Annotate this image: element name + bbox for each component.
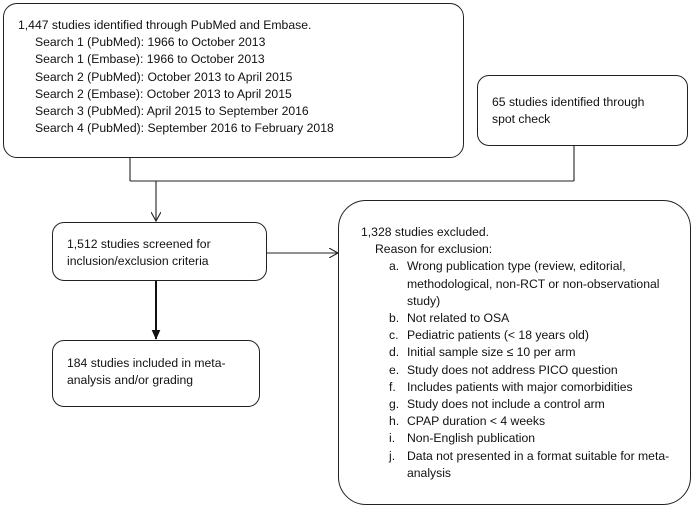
reason-text: Study does not address PICO question [407,362,618,377]
merge-connector [129,146,575,221]
spot-check-box: 65 studies identified through spot check [477,75,688,146]
reason-text: methodological, non-RCT or non-observati… [407,276,660,291]
reason-marker: j. [389,448,396,463]
reason-text: Non-English publication [407,431,536,446]
exclusion-reason-item: f. Includes patients with major comorbid… [383,379,690,396]
reason-text: Pediatric patients (< 18 years old) [407,328,589,343]
screened-studies-box: 1,512 studies screened for inclusion/exc… [52,222,267,281]
reason-text: Initial sample size ≤ 10 per arm [407,345,576,360]
spot-check-line: 65 studies identified through [492,95,645,109]
included-line: 184 studies included in meta- [67,356,226,370]
exclusion-reason-item: e. Study does not address PICO question [383,362,690,379]
exclusion-reason-item: h. CPAP duration < 4 weeks [383,413,690,430]
exclusion-reason-item: c. Pediatric patients (< 18 years old) [383,327,690,344]
reason-marker: a. [389,259,400,274]
identified-studies-title: 1,447 studies identified through PubMed … [18,18,312,32]
reason-marker: i. [389,431,396,446]
exclusion-reason-item: a. Wrong publication type (review, edito… [383,258,690,310]
search-item: Search 4 (PubMed): September 2016 to Feb… [35,121,334,136]
reason-marker: f. [389,379,396,394]
reason-marker: d. [389,345,400,360]
reason-text: CPAP duration < 4 weeks [407,414,546,429]
reason-marker: h. [389,414,400,429]
search-item: Search 1 (Embase): 1966 to October 2013 [35,52,265,67]
reason-marker: e. [389,362,400,377]
exclusion-reason-list: a. Wrong publication type (review, edito… [361,258,690,482]
included-studies-box: 184 studies included in meta- analysis a… [52,340,260,407]
reason-marker: c. [389,328,399,343]
exclusion-reason-heading: Reason for exclusion: [375,242,493,257]
reason-text: Includes patients with major comorbiditi… [407,379,633,394]
exclusion-reason-item: i. Non-English publication [383,430,690,447]
search-item: Search 1 (PubMed): 1966 to October 2013 [35,35,266,50]
reason-text: Data not presented in a format suitable … [407,448,670,463]
search-item: Search 2 (Embase): October 2013 to April… [35,86,292,101]
excluded-title: 1,328 studies excluded. [361,225,490,239]
reason-marker: g. [389,397,400,412]
included-line: analysis and/or grading [67,373,194,388]
search-list: Search 1 (PubMed): 1966 to October 2013 … [18,34,463,137]
spot-check-line: spot check [492,112,551,127]
reason-text: Not related to OSA [407,311,510,326]
reason-text: analysis [407,465,452,480]
search-item: Search 2 (PubMed): October 2013 to April… [35,69,293,84]
exclusion-reason-item: g. Study does not include a control arm [383,396,690,413]
reason-text: Wrong publication type (review, editoria… [407,259,626,274]
reason-marker: b. [389,311,400,326]
reason-text: study) [407,293,441,308]
excluded-studies-box: 1,328 studies excluded. Reason for exclu… [338,200,691,505]
exclusion-reason-item: d. Initial sample size ≤ 10 per arm [383,344,690,361]
exclusion-reason-item: b. Not related to OSA [383,310,690,327]
screened-line: inclusion/exclusion criteria [67,254,209,269]
exclusion-reason-item: j. Data not presented in a format suitab… [383,448,690,482]
reason-text: Study does not include a control arm [407,397,605,412]
identified-studies-box: 1,447 studies identified through PubMed … [3,3,464,158]
search-item: Search 3 (PubMed): April 2015 to Septemb… [35,104,309,119]
screened-line: 1,512 studies screened for [67,237,211,251]
